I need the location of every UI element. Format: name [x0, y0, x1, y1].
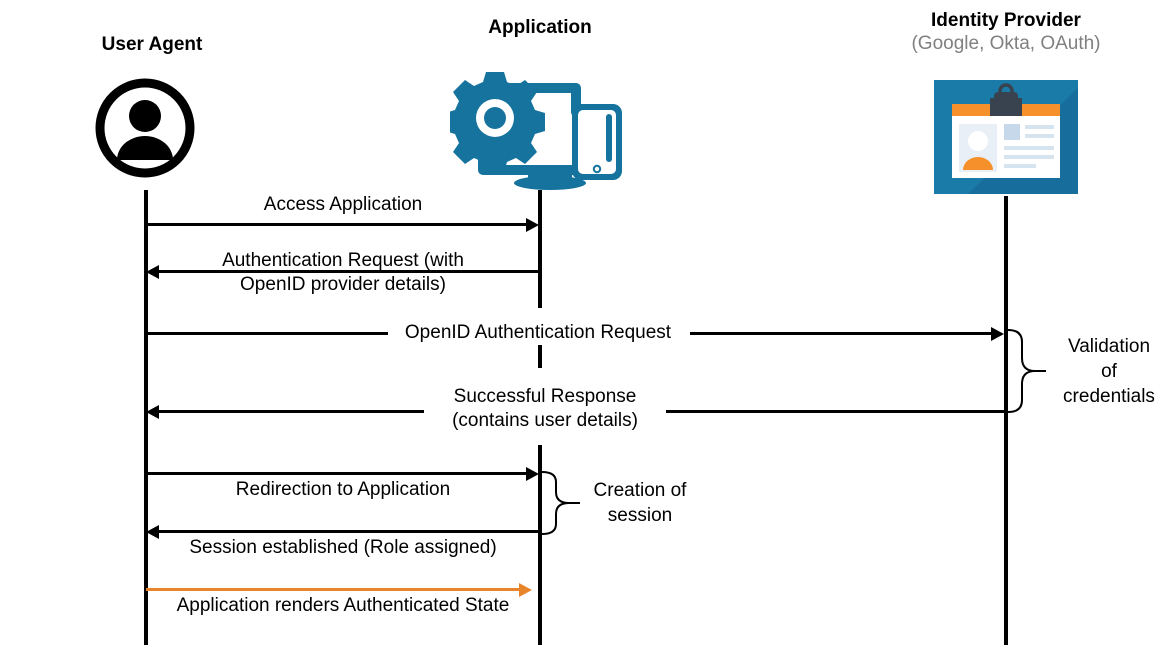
- annotation-creation-of-session: Creation of session: [593, 480, 687, 526]
- message-label-application-renders-authenticated-state: Application renders Authenticated State: [176, 595, 510, 616]
- brace-creation-of-session: [540, 470, 582, 541]
- message-label-access-application: Access Application: [263, 194, 423, 215]
- arrowhead-left-icon: [146, 405, 159, 419]
- arrowhead-left-icon: [146, 265, 159, 279]
- message-label-successful-response: Successful Response (contains user detai…: [424, 385, 666, 433]
- brace-validation-of-credentials: [1006, 328, 1048, 419]
- lifeline-application: [538, 190, 542, 308]
- actor-title-user-agent: User Agent: [101, 34, 203, 55]
- message-arrow-openid-authentication-request: [146, 332, 388, 335]
- gear-monitor-phone-icon: [445, 66, 630, 195]
- actor-header-user-agent: User Agent: [47, 34, 257, 56]
- user-avatar-icon: [95, 78, 195, 183]
- message-label-redirection-to-application: Redirection to Application: [235, 479, 451, 500]
- message-arrow-authentication-request: [158, 270, 540, 273]
- lifeline-application-segment: [538, 340, 542, 368]
- annotation-validation-of-credentials: Validation of credentials: [1063, 336, 1155, 407]
- arrowhead-right-orange-icon: [519, 583, 532, 597]
- message-label-openid-authentication-request: OpenID Authentication Request: [388, 321, 688, 345]
- arrowhead-right-icon: [526, 218, 539, 232]
- actor-subtitle-identity-provider: (Google, Okta, OAuth): [911, 33, 1101, 54]
- arrowhead-right-icon: [526, 467, 539, 481]
- message-arrow-session-established: [158, 530, 540, 533]
- message-arrow-successful-response-tail: [666, 410, 1004, 413]
- message-arrow-access-application: [146, 223, 528, 226]
- message-label-authentication-request: Authentication Request (with OpenID prov…: [222, 250, 464, 295]
- arrowhead-left-icon: [146, 525, 159, 539]
- lifeline-identity-provider: [1004, 196, 1008, 645]
- message-arrow-successful-response: [158, 410, 424, 413]
- message-arrow-openid-authentication-request-tail: [690, 332, 992, 335]
- actor-header-application: Application: [435, 17, 645, 39]
- message-label-session-established: Session established (Role assigned): [189, 537, 497, 558]
- arrowhead-right-icon: [991, 327, 1004, 341]
- id-badge-icon: [934, 80, 1078, 199]
- actor-title-application: Application: [488, 17, 592, 38]
- message-arrow-redirection-to-application: [146, 472, 528, 475]
- lifeline-application-segment: [538, 445, 542, 645]
- actor-header-identity-provider: Identity Provider (Google, Okta, OAuth): [901, 10, 1111, 56]
- message-arrow-application-renders-authenticated-state: [146, 588, 521, 591]
- actor-title-identity-provider: Identity Provider: [931, 10, 1081, 31]
